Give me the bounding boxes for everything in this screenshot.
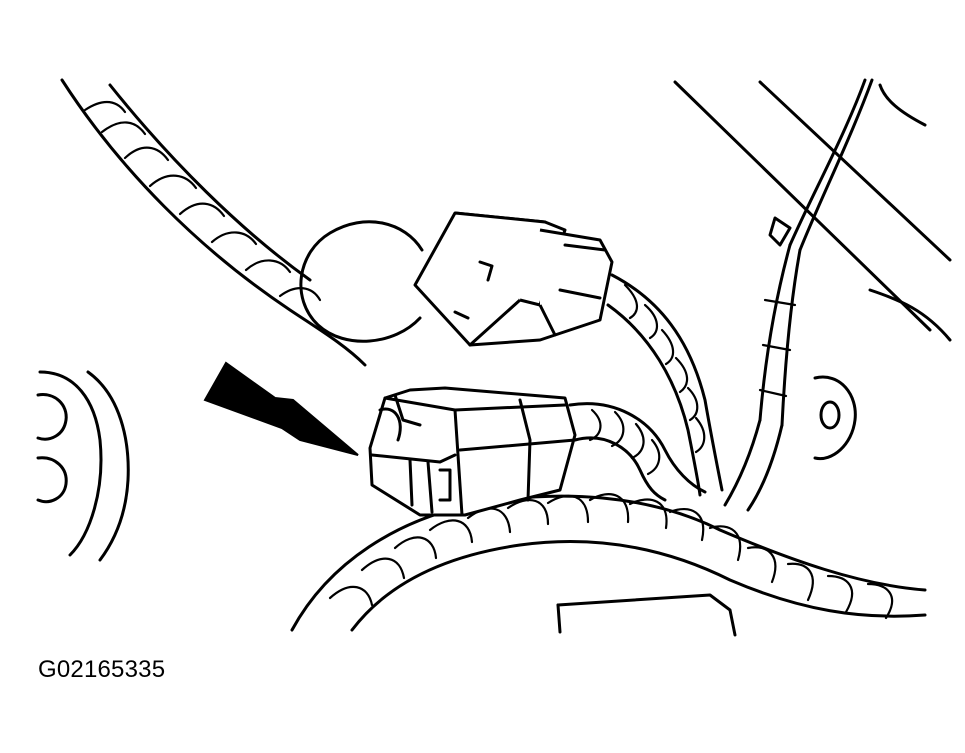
background-structure-right [673,78,952,512]
wiring-harness-illustration [36,78,952,637]
connector-wire-bundle [568,402,707,502]
relay-icon [413,211,614,347]
arrow-pointer-icon [203,361,359,456]
round-boss [299,220,424,343]
relay-wire-bundle [606,273,724,497]
lower-bracket [556,593,737,637]
grommet [813,375,857,461]
figure-code: G02165335 [38,656,166,683]
main-harness [290,493,927,632]
relay-connector-icon [368,386,577,517]
upper-left-harness [60,78,367,367]
left-body-panel [36,370,130,562]
